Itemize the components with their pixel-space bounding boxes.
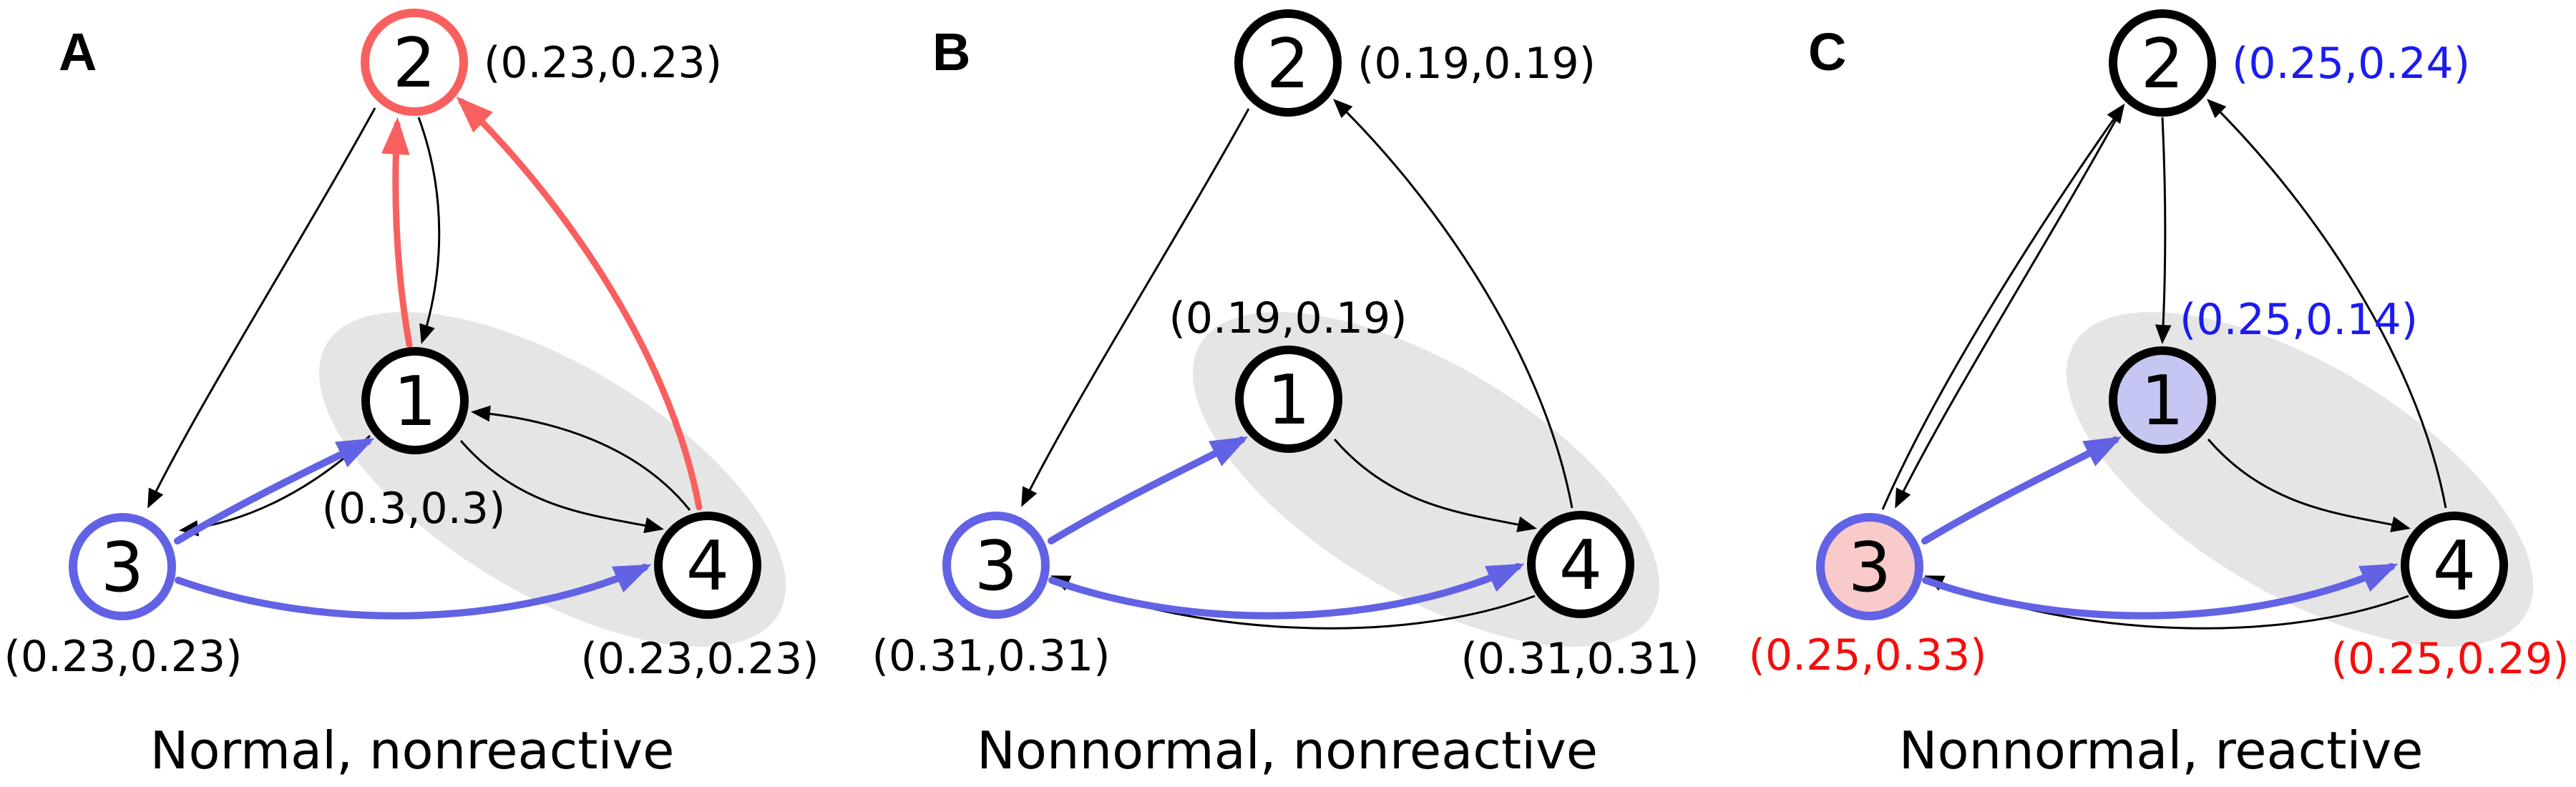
panel-letter-c: C [1808, 22, 1846, 82]
edge-4-to-2 [1333, 99, 1574, 509]
panel-caption-b: Nonnormal, nonreactive [977, 720, 1598, 781]
node-number-4: 4 [2433, 527, 2476, 606]
panel-caption-c: Nonnormal, reactive [1899, 720, 2424, 781]
value-label-node2: (0.19,0.19) [1357, 39, 1596, 89]
node-circle-1 [1235, 346, 1342, 453]
edge-2-to-3 [1021, 108, 1250, 507]
node-b4: 4 [1527, 511, 1634, 618]
node-number-2: 2 [2141, 25, 2184, 104]
edge-3-to-1-highlight [1048, 436, 1249, 544]
value-label-node1: (0.3,0.3) [322, 484, 506, 534]
panel-c: C 2 1 3 4 (0.25,0.24) (0.2 [1748, 9, 2570, 781]
node-c3: 3 [1816, 513, 1923, 620]
node-circle-4 [654, 512, 761, 619]
edge-1-to-4 [1333, 439, 1537, 532]
node-circle-4 [2401, 512, 2508, 619]
node-b3: 3 [942, 512, 1050, 619]
edge-3-to-1-highlight [174, 438, 375, 544]
node-number-2: 2 [393, 24, 436, 103]
edge-2-to-1 [2155, 117, 2172, 345]
value-label-node3: (0.31,0.31) [872, 631, 1110, 681]
edge-2-to-3 [1895, 107, 2124, 509]
node-number-4: 4 [1559, 527, 1602, 605]
node-a3: 3 [69, 513, 176, 620]
edge-3-to-1-highlight [1921, 436, 2122, 544]
edge-3-to-4-highlight [175, 564, 652, 620]
value-label-node4: (0.31,0.31) [1460, 634, 1699, 684]
node-number-1: 1 [2141, 362, 2184, 441]
node-circle-3 [1816, 513, 1923, 620]
edge-1-to-4 [2207, 439, 2411, 532]
node-b1: 1 [1235, 346, 1342, 453]
edge-4-to-1 [470, 405, 691, 511]
value-label-node2: (0.25,0.24) [2232, 39, 2470, 89]
node-c1: 1 [2109, 346, 2216, 454]
value-label-node2: (0.23,0.23) [484, 38, 722, 88]
node-c4: 4 [2401, 512, 2508, 619]
node-a4: 4 [654, 512, 761, 619]
node-number-3: 3 [1848, 529, 1891, 607]
panel-letter-a: A [59, 22, 97, 82]
edge-3-to-4-highlight [1048, 563, 1525, 620]
value-label-node3: (0.23,0.23) [4, 632, 242, 682]
panel-c-edges [1881, 99, 2447, 630]
edge-4-to-2 [2207, 99, 2447, 509]
edge-3-to-2 [1881, 103, 2125, 510]
panel-a-edges [147, 96, 703, 620]
node-circle-2 [361, 9, 468, 116]
value-label-node4: (0.25,0.29) [2331, 634, 2569, 684]
node-a2: 2 [361, 9, 468, 116]
node-circle-4 [1527, 511, 1634, 618]
node-circle-1 [2109, 346, 2216, 454]
panel-caption-a: Normal, nonreactive [150, 720, 675, 781]
node-number-2: 2 [1267, 25, 1309, 104]
node-number-1: 1 [394, 363, 436, 441]
node-number-3: 3 [975, 527, 1018, 606]
node-c2: 2 [2109, 9, 2216, 117]
panel-b: B 2 1 3 4 (0.19,0.19) (0.19,0.19) (0 [872, 9, 1699, 781]
edge-1-to-4 [459, 440, 664, 534]
edge-2-to-3 [147, 107, 376, 509]
panel-letter-b: B [932, 22, 970, 82]
node-circle-1 [361, 347, 469, 454]
value-label-node4: (0.23,0.23) [580, 634, 819, 684]
edge-2-to-1 [417, 117, 441, 344]
node-a1: 1 [361, 347, 469, 454]
node-circle-2 [1234, 9, 1342, 117]
node-circle-3 [942, 512, 1050, 619]
panel-b-edges [1021, 99, 1574, 630]
node-circle-2 [2109, 9, 2216, 117]
edge-3-to-4-highlight [1922, 563, 2399, 620]
value-label-node1: (0.25,0.14) [2180, 295, 2418, 345]
node-number-1: 1 [1267, 361, 1310, 440]
node-number-3: 3 [101, 529, 144, 607]
node-circle-3 [69, 513, 176, 620]
node-b2: 2 [1234, 9, 1342, 117]
value-label-node3: (0.25,0.33) [1748, 630, 1986, 680]
panel-a: A 2 1 3 4 (0.23,0.23) [4, 9, 819, 781]
edge-4-to-2-highlight [456, 96, 703, 511]
edge-1-to-2-highlight [381, 117, 413, 348]
value-label-node1: (0.19,0.19) [1169, 293, 1407, 343]
node-number-4: 4 [686, 527, 729, 606]
